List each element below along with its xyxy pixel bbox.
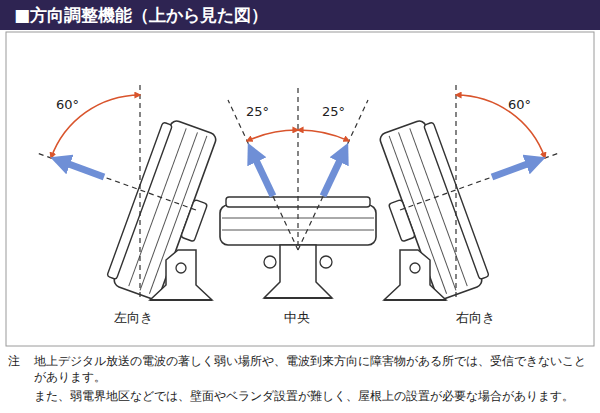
view-caption: 右向き [456,310,495,327]
angle-label: 25° [322,104,345,121]
angle-label: 60° [508,97,531,114]
view-caption: 左向き [114,310,153,327]
note-mark: 注 [8,354,20,370]
note-text: 地上デジタル放送の電波の著しく弱い場所や、電波到来方向に障害物がある所では、受信… [34,354,590,385]
note-text: また、弱電界地区などでは、壁面やベランダ設置が難しく、屋根上の設置が必要な場合が… [34,389,590,405]
title-text: ■方向調整機能（上から見た図） [14,4,268,26]
view-caption: 中央 [284,310,310,327]
angle-label: 60° [56,97,79,114]
angle-label: 25° [246,104,269,121]
